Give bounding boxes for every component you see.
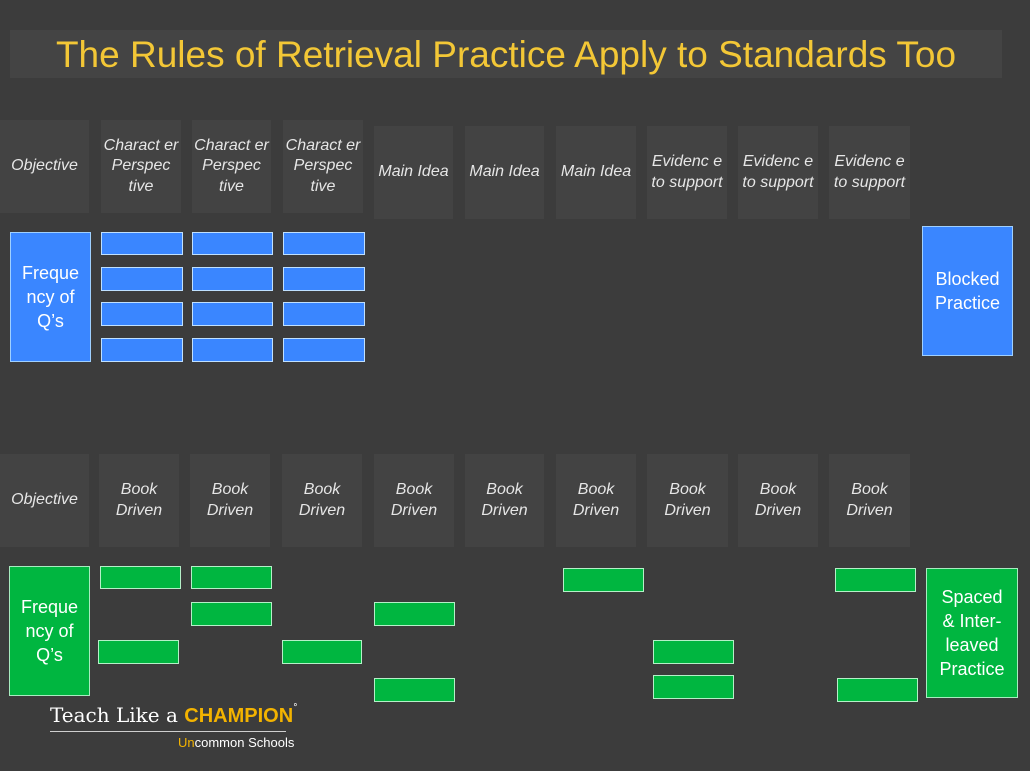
- top-frequency-box: Freque ncy of Q’s: [10, 232, 91, 362]
- blocked-cell: [283, 267, 365, 291]
- top-header-9: Evidenc e to support: [829, 126, 910, 219]
- spaced-cell: [191, 602, 272, 626]
- bottom-header-3: Book Driven: [282, 454, 362, 547]
- bottom-frequency-box: Freque ncy of Q’s: [9, 566, 90, 696]
- logo-wordmark: Teach Like a CHAMPION°: [50, 703, 298, 728]
- logo-divider: [50, 731, 286, 732]
- logo-sub-rest: common Schools: [194, 735, 295, 750]
- bottom-objective-header: Objective: [0, 454, 89, 547]
- logo-subtitle: Uncommon Schools: [178, 735, 294, 750]
- title-bar: The Rules of Retrieval Practice Apply to…: [10, 30, 1002, 78]
- top-header-2: Charact er Perspec tive: [192, 120, 271, 213]
- slide-title: The Rules of Retrieval Practice Apply to…: [55, 34, 957, 75]
- top-header-6: Main Idea: [556, 126, 636, 219]
- blocked-cell: [192, 267, 273, 291]
- spaced-cell: [374, 678, 455, 702]
- bottom-header-7: Book Driven: [647, 454, 728, 547]
- bottom-header-4: Book Driven: [374, 454, 454, 547]
- blocked-practice-box: Blocked Practice: [922, 226, 1013, 356]
- spaced-cell: [653, 640, 734, 664]
- teach-like-a-champion-logo: Teach Like a CHAMPION° Uncommon Schools: [50, 703, 298, 755]
- bottom-header-2: Book Driven: [190, 454, 270, 547]
- spaced-cell: [563, 568, 644, 592]
- bottom-header-9: Book Driven: [829, 454, 910, 547]
- bottom-header-6: Book Driven: [556, 454, 636, 547]
- spaced-cell: [374, 602, 455, 626]
- top-header-5: Main Idea: [465, 126, 544, 219]
- logo-brand-text: CHAMPION: [184, 705, 294, 727]
- spaced-interleaved-practice-box: Spaced & Inter-leaved Practice: [926, 568, 1018, 698]
- top-header-3: Charact er Perspec tive: [283, 120, 363, 213]
- top-header-8: Evidenc e to support: [738, 126, 818, 219]
- spaced-cell: [653, 675, 734, 699]
- top-header-7: Evidenc e to support: [647, 126, 727, 219]
- bottom-header-1: Book Driven: [99, 454, 179, 547]
- blocked-cell: [192, 232, 273, 255]
- spaced-cell: [191, 566, 272, 589]
- logo-registered-mark: °: [293, 703, 298, 713]
- bottom-header-8: Book Driven: [738, 454, 818, 547]
- blocked-cell: [101, 267, 183, 291]
- blocked-cell: [192, 302, 273, 326]
- spaced-cell: [282, 640, 362, 664]
- spaced-cell: [837, 678, 918, 702]
- logo-main-text: Teach Like a: [50, 703, 178, 727]
- blocked-cell: [283, 232, 365, 255]
- blocked-cell: [283, 338, 365, 362]
- spaced-cell: [100, 566, 181, 589]
- blocked-cell: [192, 338, 273, 362]
- top-objective-header: Objective: [0, 120, 89, 213]
- top-header-1: Charact er Perspec tive: [101, 120, 181, 213]
- logo-sub-prefix: Un: [178, 735, 195, 750]
- bottom-header-5: Book Driven: [465, 454, 544, 547]
- blocked-cell: [101, 338, 183, 362]
- blocked-cell: [101, 302, 183, 326]
- top-header-4: Main Idea: [374, 126, 453, 219]
- blocked-cell: [101, 232, 183, 255]
- spaced-cell: [98, 640, 179, 664]
- spaced-cell: [835, 568, 916, 592]
- blocked-cell: [283, 302, 365, 326]
